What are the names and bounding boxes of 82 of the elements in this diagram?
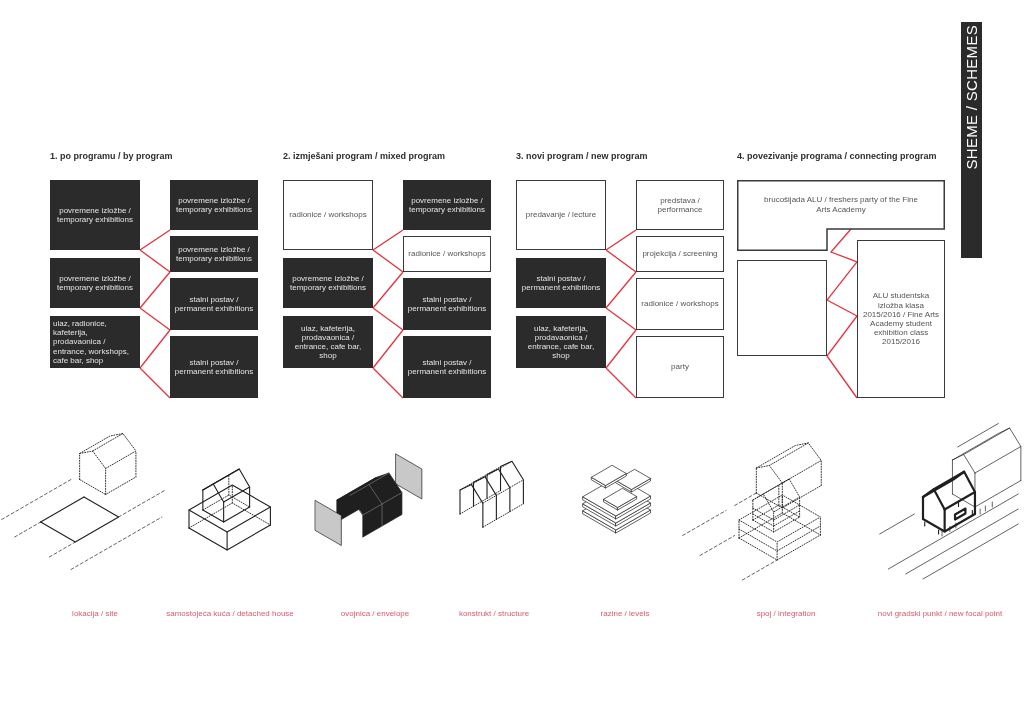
program-label: ulaz, kafeterija, prodavaonica / entrance, cafe bar, shop (293, 323, 363, 361)
zigzag-line (372, 307, 404, 331)
program-block (403, 236, 491, 272)
program-label: povremene izložbe / temporary exhibitions (55, 273, 134, 293)
program-label: stalni postav / permanent exhibitions (406, 294, 488, 314)
program-block (170, 236, 258, 272)
zigzag-line (372, 329, 404, 369)
program-block (50, 316, 140, 368)
program-block (516, 316, 606, 368)
program-label: stalni postav / permanent exhibitions (173, 294, 255, 314)
page-title: SHEME / SCHEMES (962, 25, 981, 170)
caption: ovojnica / envelope (340, 609, 410, 618)
program-block (283, 258, 373, 308)
caption: razine / levels (600, 609, 650, 618)
program-label: povremene izložbe / temporary exhibitions (55, 205, 134, 225)
program-label: povremene izložbe / temporary exhibitions (407, 195, 486, 215)
zigzag-line (826, 299, 858, 317)
zigzag-line (605, 307, 637, 331)
zigzag-line (605, 271, 637, 309)
program-block (516, 180, 606, 250)
program-block (283, 180, 373, 250)
program-block (170, 180, 258, 230)
caption: spoj / integration (756, 609, 816, 618)
program-label: stalni postav / permanent exhibitions (173, 357, 255, 377)
zigzag-line (139, 329, 171, 369)
zigzag-line (139, 367, 171, 399)
zigzag-line (372, 229, 404, 251)
caption: lokacija / site (72, 609, 118, 618)
program-label: party (670, 362, 690, 372)
program-block (636, 336, 724, 398)
scheme-heading: 4. povezivanje programa / connecting program (737, 151, 937, 161)
zigzag-line (605, 229, 637, 251)
program-label: brucošijada ALU / freshers party of the Fine Arts Academy (763, 194, 919, 216)
program-block (170, 336, 258, 398)
zigzag-line (605, 367, 637, 399)
scheme-heading: 1. po programu / by program (50, 151, 173, 161)
program-label: predstava / performance (656, 195, 704, 215)
program-block (283, 316, 373, 368)
program-label: projekcija / screening (641, 249, 719, 259)
program-block (857, 240, 945, 398)
program-block (170, 278, 258, 330)
zigzag-line (372, 271, 404, 309)
program-label: stalni postav / permanent exhibitions (406, 357, 488, 377)
zigzag-line (826, 355, 858, 399)
program-label: ALU studentska izložba klasa 2015/2016 / Fine Arts Academy student exhibition class 2015/2016 (861, 291, 941, 347)
zigzag-line (139, 307, 171, 331)
program-block (636, 236, 724, 272)
program-label: ulaz, radionice, kafeterija, prodavaonica / entrance, workshops, cafe bar, shop (52, 318, 131, 367)
program-label: radionice / workshops (288, 210, 368, 220)
program-label: povremene izložbe / temporary exhibitions (174, 195, 253, 215)
program-block (403, 180, 491, 230)
zigzag-line (139, 249, 171, 273)
zigzag-line (605, 329, 637, 369)
zigzag-line (139, 271, 171, 309)
zigzag-line (826, 261, 858, 301)
program-block (50, 180, 140, 250)
scheme-heading: 3. novi program / new program (516, 151, 648, 161)
program-label: predavanje / lecture (524, 210, 598, 220)
program-block (737, 260, 827, 356)
program-label: povremene izložbe / temporary exhibitions (174, 244, 253, 264)
zigzag-line (826, 315, 858, 357)
program-block (516, 258, 606, 308)
zigzag-line (139, 229, 171, 251)
program-block (403, 278, 491, 330)
zigzag-line (829, 228, 858, 263)
caption: samostojeća kuća / detached house (166, 609, 294, 618)
program-label: radionice / workshops (640, 299, 720, 309)
program-block (50, 258, 140, 308)
zigzag-line (605, 249, 637, 273)
zigzag-line (372, 367, 404, 399)
program-block (636, 278, 724, 330)
program-block (737, 180, 945, 251)
zigzag-line (372, 249, 404, 273)
caption: novi gradski punkt / new focal point (877, 609, 1003, 618)
program-label: stalni postav / permanent exhibitions (520, 273, 602, 293)
program-label: radionice / workshops (407, 249, 487, 259)
caption: konstrukt / structure (458, 609, 530, 618)
program-block (403, 336, 491, 398)
program-block (636, 180, 724, 230)
program-label: ulaz, kafeterija, prodavaonica / entrance, cafe bar, shop (526, 323, 596, 361)
scheme-heading: 2. izmješani program / mixed program (283, 151, 446, 161)
program-label: povremene izložbe / temporary exhibitions (288, 273, 367, 293)
